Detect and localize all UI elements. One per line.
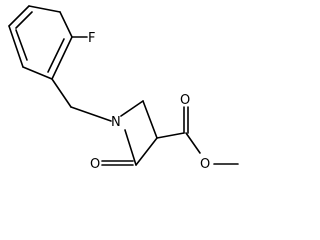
- ester-ether-oxygen-label: O: [200, 157, 210, 172]
- nitrogen-label: N: [111, 115, 121, 130]
- benzene-ring: [8, 5, 73, 80]
- ester-carbonyl-oxygen-label: O: [180, 93, 190, 108]
- pyrrolidinone-ring: [120, 100, 158, 166]
- ring-ester-bond: [156, 132, 185, 139]
- structure-diagram: F N O O O: [8, 5, 239, 172]
- ketone-oxygen-label: O: [90, 157, 100, 172]
- ring-ch2-bond: [51, 78, 72, 108]
- ch2-n-bond: [70, 106, 112, 122]
- ester-c-o-bond: [185, 132, 201, 154]
- fluorine-label: F: [88, 31, 95, 46]
- ester-carbonyl-double-bond: [183, 106, 189, 134]
- ketone-double-bond: [101, 160, 134, 166]
